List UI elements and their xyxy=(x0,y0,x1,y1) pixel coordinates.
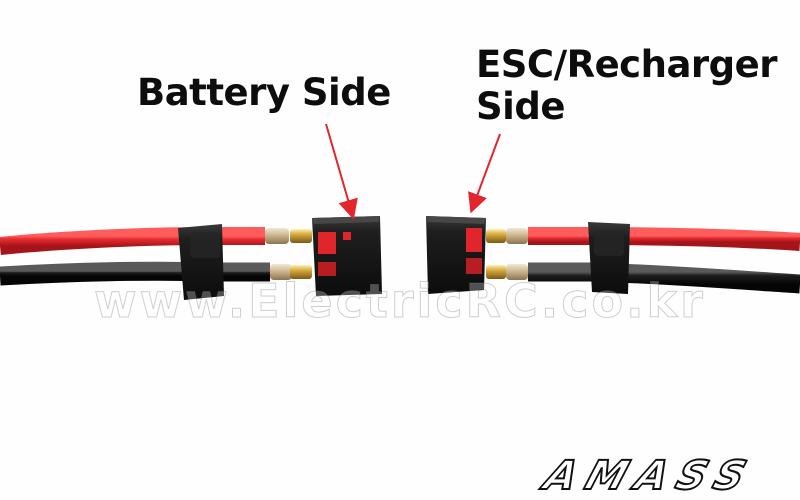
left-connector-red-mark xyxy=(318,232,336,254)
left-wire-red xyxy=(0,227,265,255)
left-gold-pin-bottom xyxy=(290,265,312,279)
esc-label-line2: Side xyxy=(476,85,565,128)
battery-side-arrow xyxy=(325,123,358,220)
right-copper-strand-bottom xyxy=(506,264,528,280)
right-connector-red-mark xyxy=(466,228,482,252)
right-gold-pin-bottom xyxy=(486,265,506,279)
right-connector-body xyxy=(426,216,486,294)
watermark-text: www.ElectricRC.co.kr xyxy=(94,274,706,329)
left-connector-body xyxy=(312,216,382,296)
left-copper-strand-bottom xyxy=(270,264,292,280)
right-wire-sleeve xyxy=(588,222,630,294)
left-gold-pin-top xyxy=(290,229,312,243)
amass-logo: AMASS xyxy=(538,452,763,500)
battery-side-label: Battery Side xyxy=(137,71,391,114)
right-copper-strand-top xyxy=(506,228,528,244)
left-copper-strand-top xyxy=(265,228,289,244)
esc-label-line1: ESC/Recharger xyxy=(476,43,778,86)
left-wire-sleeve xyxy=(178,224,224,300)
esc-recharger-side-label: ESC/Recharger Side xyxy=(476,43,778,128)
right-wire-red xyxy=(528,227,800,251)
right-gold-pin-top xyxy=(486,229,506,243)
esc-side-arrow xyxy=(468,133,501,214)
